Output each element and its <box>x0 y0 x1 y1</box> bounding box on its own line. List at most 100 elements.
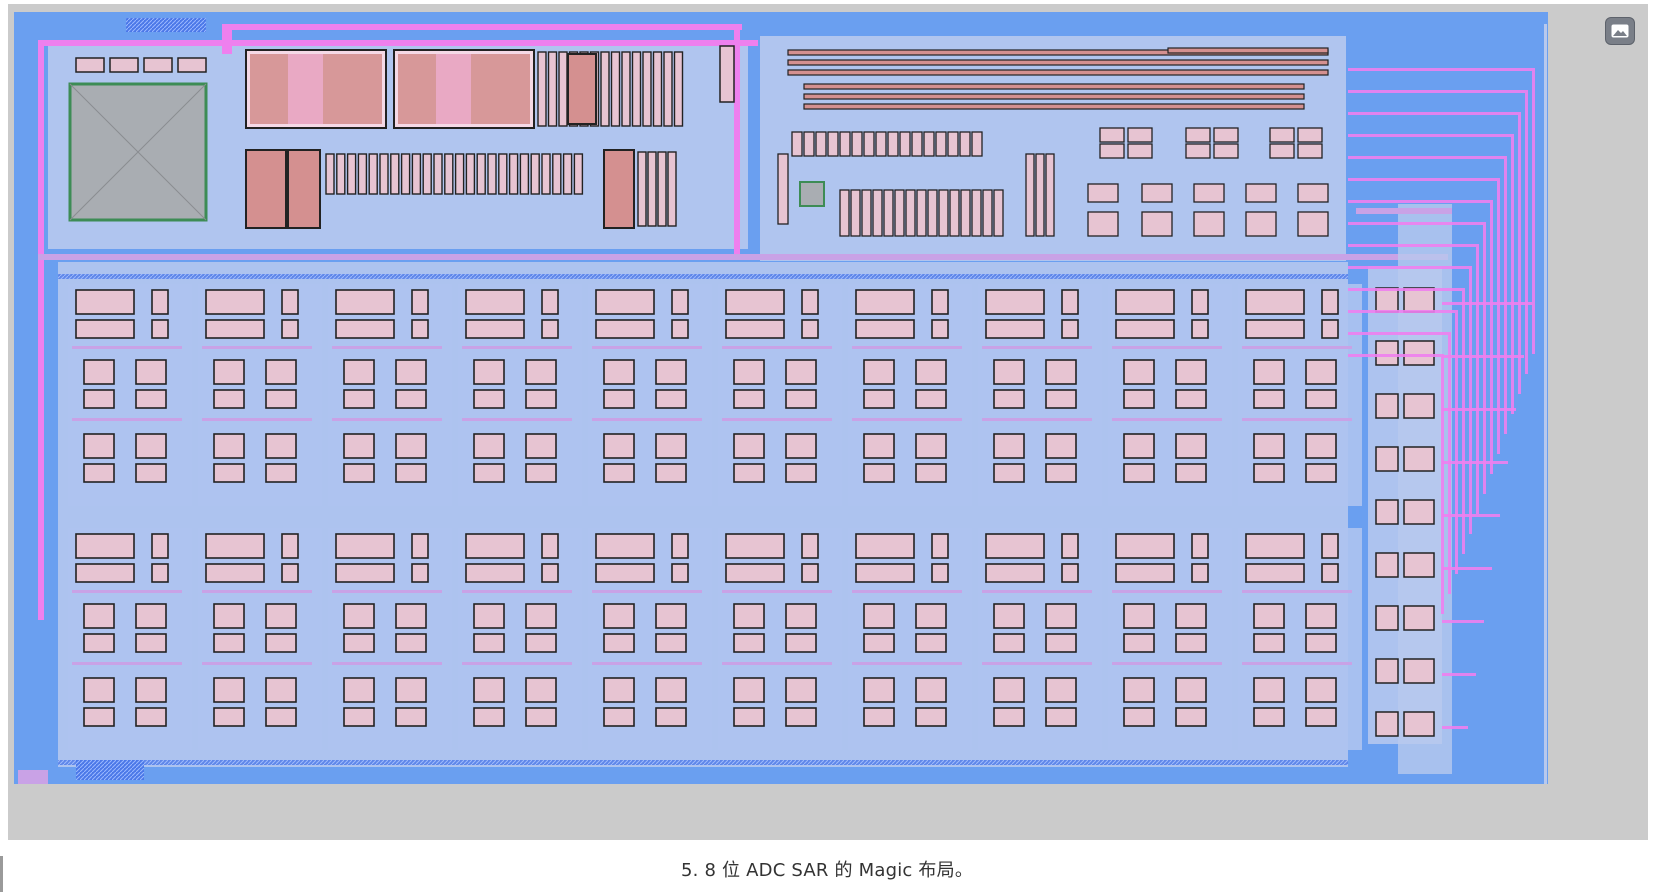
dac-cap <box>603 433 635 459</box>
dac-cap <box>395 633 427 653</box>
dac-cap <box>83 433 115 459</box>
dac-cap <box>733 633 765 653</box>
dac-rail <box>202 346 312 349</box>
finger <box>336 153 346 195</box>
dac-cap <box>603 707 635 727</box>
dac-cap <box>213 633 245 653</box>
image-view-button[interactable] <box>1606 18 1634 44</box>
dac-cap <box>863 603 895 629</box>
comparator-finger <box>949 189 960 237</box>
dac-cap <box>473 463 505 483</box>
dac-cap <box>1045 359 1077 385</box>
dac-cap <box>83 603 115 629</box>
long-strip <box>1167 47 1329 54</box>
dac-rail <box>722 346 832 349</box>
dac-switch <box>931 319 949 339</box>
finger <box>562 153 573 195</box>
dac-cap <box>1253 463 1285 483</box>
dac-cap <box>1175 433 1207 459</box>
dac-switch <box>281 563 299 583</box>
latch-cell <box>971 131 983 157</box>
small-pad <box>799 181 825 207</box>
latch-cell <box>887 131 899 157</box>
dac-cap <box>915 433 947 459</box>
dac-cap <box>733 603 765 629</box>
dac-switch <box>1061 289 1079 315</box>
dac-switch <box>1191 563 1209 583</box>
dac-switch <box>75 533 135 559</box>
side-cell <box>1375 393 1399 419</box>
dac-cap <box>1175 463 1207 483</box>
dac-cap <box>863 359 895 385</box>
comparator-finger <box>894 189 905 237</box>
dac-switch <box>931 289 949 315</box>
dac-switch <box>801 319 819 339</box>
dac-switch <box>595 563 655 583</box>
flipflop-cell <box>1087 183 1119 203</box>
dac-rail <box>332 346 442 349</box>
dac-cap <box>525 633 557 653</box>
finger <box>411 153 422 195</box>
dac-cap <box>395 463 427 483</box>
dac-switch <box>151 563 169 583</box>
finger <box>368 153 378 195</box>
dac-cap <box>785 463 817 483</box>
dac-cap <box>655 389 687 409</box>
dac-cap <box>1175 603 1207 629</box>
metal-ring <box>38 254 1448 260</box>
route-wire <box>1455 310 1458 574</box>
dac-cap <box>915 707 947 727</box>
dac-cap <box>343 707 375 727</box>
dac-switch <box>985 533 1045 559</box>
dac-switch <box>985 289 1045 315</box>
dac-switch <box>985 319 1045 339</box>
dac-cap <box>1045 707 1077 727</box>
dac-cap <box>1123 433 1155 459</box>
latch-cell <box>899 131 911 157</box>
small-cell <box>109 57 139 73</box>
dac-switch <box>671 319 689 339</box>
finger <box>390 153 400 195</box>
route-wire <box>1442 408 1516 411</box>
dac-switch <box>541 289 559 315</box>
latch-cell <box>791 131 803 157</box>
dac-cap <box>603 677 635 703</box>
finger <box>498 153 508 195</box>
dac-rail <box>722 590 832 593</box>
dac-cap <box>733 707 765 727</box>
dac-cap <box>785 359 817 385</box>
comparator-finger <box>971 189 982 237</box>
dac-switch <box>411 563 429 583</box>
finger <box>530 153 540 195</box>
dac-switch <box>725 533 785 559</box>
dac-cap <box>785 389 817 409</box>
route-wire <box>1442 514 1500 517</box>
dac-cap <box>863 389 895 409</box>
dac-rail <box>462 418 572 421</box>
finger <box>400 153 411 195</box>
logic-cell <box>1185 143 1211 159</box>
dac-switch <box>855 319 915 339</box>
dac-switch <box>205 319 265 339</box>
dac-cap <box>785 707 817 727</box>
route-wire <box>1518 112 1521 394</box>
dac-cap <box>1305 603 1337 629</box>
route-wire <box>1469 266 1472 534</box>
dac-cap <box>655 633 687 653</box>
dac-cap <box>83 359 115 385</box>
side-cell <box>1403 287 1435 313</box>
dac-cap <box>83 707 115 727</box>
dac-cap <box>265 633 297 653</box>
finger <box>1045 153 1055 237</box>
route-wire <box>1525 90 1528 374</box>
dac-cap <box>1175 389 1207 409</box>
route-wire <box>1532 68 1535 354</box>
dac-switch <box>411 289 429 315</box>
dac-cap <box>473 633 505 653</box>
logic-cell <box>1213 143 1239 159</box>
side-cell <box>1375 287 1399 313</box>
dac-switch <box>1061 563 1079 583</box>
dac-cap <box>603 603 635 629</box>
dac-switch <box>151 289 169 315</box>
dac-rail <box>462 346 572 349</box>
